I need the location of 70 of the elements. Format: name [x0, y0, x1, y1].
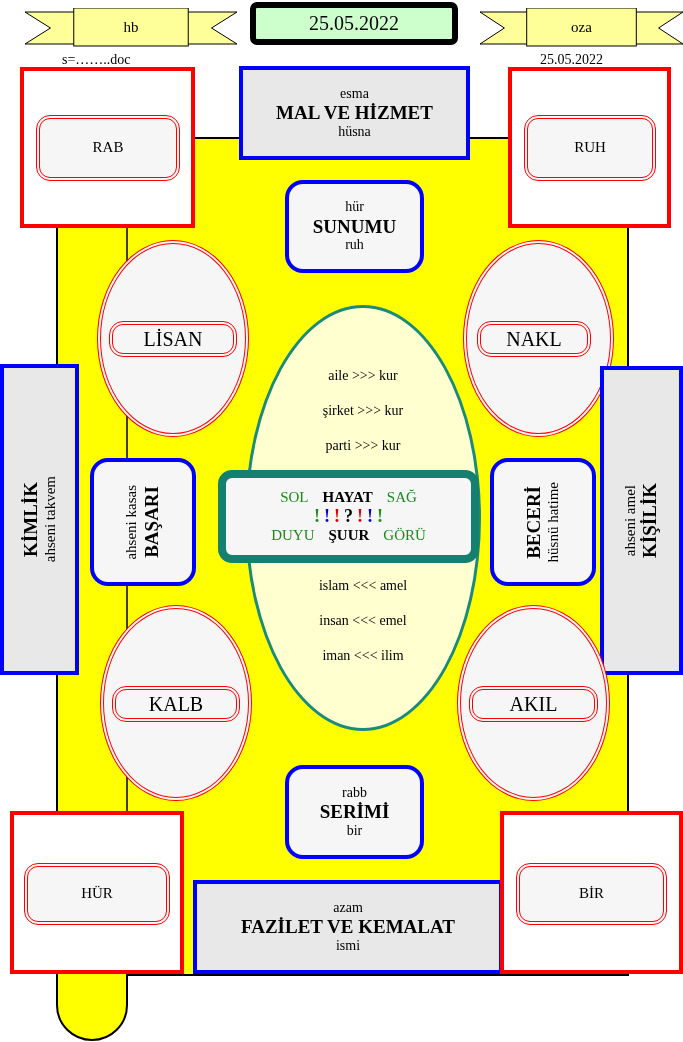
title-box [193, 880, 503, 974]
frame-box [508, 67, 671, 228]
box-text: LİSAN [143, 327, 203, 351]
frame-box [10, 811, 184, 974]
box-text: AKIL [509, 692, 558, 716]
rounded-box [218, 470, 479, 563]
note-text: 25.05.2022 [540, 52, 603, 68]
diagram-text: ŞUUR [328, 526, 370, 543]
box-text: ismi [335, 937, 361, 954]
box-text: iman <<< ilim [321, 648, 405, 665]
frame-box [500, 811, 683, 974]
diagram-text: SAĞ [386, 488, 417, 505]
box-text: RAB [92, 139, 124, 157]
box-text: KİŞİLİK [639, 483, 662, 558]
box-text: MAL VE HİZMET [276, 102, 433, 124]
box-text: bir [346, 822, 363, 839]
box-text: HÜR [81, 885, 113, 903]
title-box [239, 66, 470, 160]
box-text: BİR [579, 885, 604, 903]
box-text: KALB [148, 692, 204, 716]
box-text: BECERİ [523, 485, 546, 559]
label-box [24, 863, 170, 925]
ribbon-banner [25, 8, 237, 48]
box-text: NAKL [506, 327, 562, 351]
diagram-text: HAYAT [322, 488, 373, 505]
box-text: ahseni takvem [41, 476, 59, 563]
box-text: şirket >>> kur [321, 403, 405, 420]
title-box [0, 364, 79, 675]
diagram-text: SOL [280, 488, 309, 505]
box-text: 25.05.2022 [309, 12, 399, 35]
label-box [112, 686, 240, 722]
box-text: insan <<< emel [318, 613, 408, 630]
box-text: SUNUMU [312, 215, 397, 238]
box-text: BAŞARI [140, 486, 163, 558]
box-text: ahseni amel [621, 484, 639, 557]
box-text: hüsnü hatime [545, 481, 563, 563]
box-text: rabb [342, 785, 367, 802]
box-text: esma [340, 86, 369, 103]
diagram-text: DUYU [271, 526, 315, 543]
box-text: SERİMİ [319, 801, 390, 823]
label-box [524, 115, 656, 181]
rounded-box [90, 458, 196, 586]
label-box [109, 321, 237, 357]
box-text: ruh [345, 237, 364, 254]
note-text: s=……..doc [62, 52, 131, 68]
label-box [477, 321, 591, 357]
box-text: hb [123, 19, 139, 37]
box-text: KİMLİK [19, 482, 42, 557]
box-text: RUH [574, 139, 606, 157]
ribbon-banner [480, 8, 683, 48]
title-box [600, 366, 683, 675]
box-text: aile >>> kur [327, 368, 399, 385]
box-text: hüsna [338, 123, 371, 140]
rounded-box [285, 765, 424, 859]
rounded-box [285, 180, 424, 273]
label-box [36, 115, 180, 181]
box-text: islam <<< amel [317, 578, 409, 595]
box-text: parti >>> kur [324, 438, 402, 455]
box-text: oza [571, 19, 592, 37]
box-text: hür [345, 199, 364, 216]
label-box [516, 863, 667, 925]
box-text: ahseni kasas [123, 484, 141, 560]
diagram-text: GÖRÜ [383, 526, 426, 543]
box-text: azam [333, 900, 363, 917]
punctuation-marks: ! ! ! ? ! ! ! [313, 506, 384, 527]
box-text: FAZİLET VE KEMALAT [241, 916, 455, 938]
rounded-box [490, 458, 596, 586]
date-box [250, 2, 458, 45]
frame-box [20, 67, 195, 228]
label-box [469, 686, 598, 722]
